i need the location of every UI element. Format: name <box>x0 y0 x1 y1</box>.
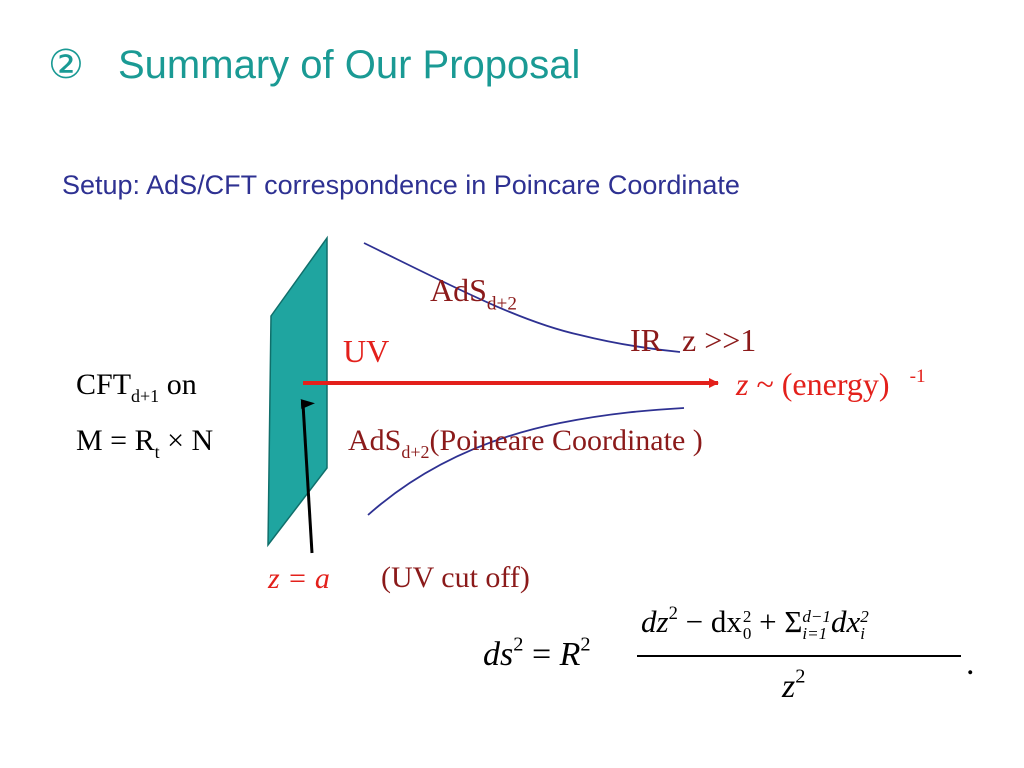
slide-title: ② Summary of Our Proposal <box>48 42 580 88</box>
energy-relation: z ~ (energy)-1 <box>736 365 926 402</box>
fraction-bar <box>637 655 961 657</box>
setup-subtitle: Setup: AdS/CFT correspondence in Poincar… <box>62 170 740 200</box>
lower-boundary-curve <box>367 407 685 516</box>
title-number: ② <box>48 43 84 87</box>
title-text: Summary of Our Proposal <box>118 43 581 87</box>
ads-lower-label: AdSd+2(Poineare Coordinate ) <box>348 424 703 463</box>
cft-label: CFTd+1 on <box>76 368 197 407</box>
uv-label: UV <box>343 333 390 369</box>
manifold-label: M = Rt × N <box>76 424 214 463</box>
upper-boundary-curve <box>363 242 681 353</box>
metric-denominator: z2 <box>782 665 806 705</box>
cutoff-pointer-arrow <box>300 399 315 554</box>
boundary-brane <box>267 235 328 548</box>
metric-period: . <box>966 645 975 682</box>
cutoff-equation: z = a <box>268 562 330 595</box>
ads-upper-label: AdSd+2 <box>430 272 517 315</box>
metric-lhs: ds2 = R2 <box>483 633 591 673</box>
cutoff-text: (UV cut off) <box>381 561 530 594</box>
